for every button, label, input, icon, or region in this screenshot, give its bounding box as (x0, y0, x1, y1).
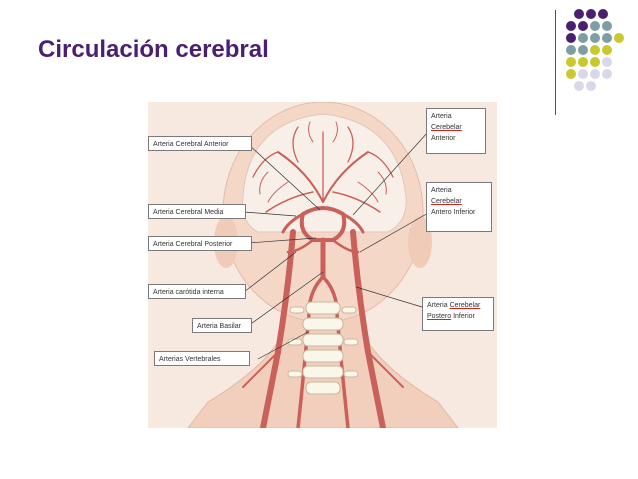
dot (578, 33, 588, 43)
dot (590, 45, 600, 55)
cervical-vertebrae (287, 301, 359, 395)
dot (578, 69, 588, 79)
label-text: Arteria (427, 302, 450, 309)
label-cerebelar-postero-inferior: Arteria Cerebelar Postero Inferior (422, 297, 494, 331)
dot (566, 45, 576, 55)
dot (590, 69, 600, 79)
label-text: Cerebelar (449, 302, 481, 309)
label-cerebelar-anterior: Arteria Cerebelar Anterior (426, 108, 486, 154)
dot (566, 57, 576, 67)
label-line: Arteria Cerebelar (427, 300, 489, 311)
label-line: Arteria (431, 187, 452, 194)
dot (566, 69, 576, 79)
label-cerebral-anterior: Arteria Cerebral Anterior (148, 136, 252, 151)
slide-title: Circulación cerebral (38, 36, 269, 63)
label-basilar: Arteria Basilar (192, 318, 252, 333)
label-text: Postero (427, 313, 452, 320)
dot (578, 21, 588, 31)
label-line: Cerebelar (431, 198, 462, 205)
label-carotida-interna: Arteria carótida interna (148, 284, 246, 299)
label-vertebrales: Arterias Vertebrales (154, 351, 250, 366)
dot (590, 21, 600, 31)
label-text: Inferior (451, 313, 475, 320)
label-cerebral-media: Arteria Cerebral Media (148, 204, 246, 219)
label-line: Arteria (431, 113, 452, 120)
decorative-dot-grid (566, 9, 638, 109)
dot (602, 33, 612, 43)
dot (578, 57, 588, 67)
dot (602, 21, 612, 31)
dot (614, 33, 624, 43)
dot (586, 81, 596, 91)
dot (586, 9, 596, 19)
circle-of-willis (281, 206, 365, 280)
dot (566, 21, 576, 31)
dot (598, 9, 608, 19)
label-cerebral-posterior: Arteria Cerebral Posterior (148, 236, 252, 251)
label-cerebelar-antero-inferior: Arteria Cerebelar Antero Inferior (426, 182, 492, 232)
label-line: Cerebelar (431, 124, 462, 131)
dot (578, 45, 588, 55)
label-line: Postero Inferior (427, 311, 489, 322)
leader-lines (243, 131, 431, 360)
anatomy-drawing (148, 101, 497, 431)
dot (590, 33, 600, 43)
brain-circulation-illustration: Arteria Cerebral Anterior Arteria Cerebr… (148, 101, 497, 431)
dot (602, 45, 612, 55)
dot (602, 69, 612, 79)
dot (602, 57, 612, 67)
label-line: Anterior (431, 135, 456, 142)
title-divider (555, 10, 556, 115)
dot (566, 33, 576, 43)
dot (590, 57, 600, 67)
label-line: Antero Inferior (431, 209, 476, 216)
dot (574, 9, 584, 19)
cerebral-arteries (252, 121, 394, 213)
dot (574, 81, 584, 91)
